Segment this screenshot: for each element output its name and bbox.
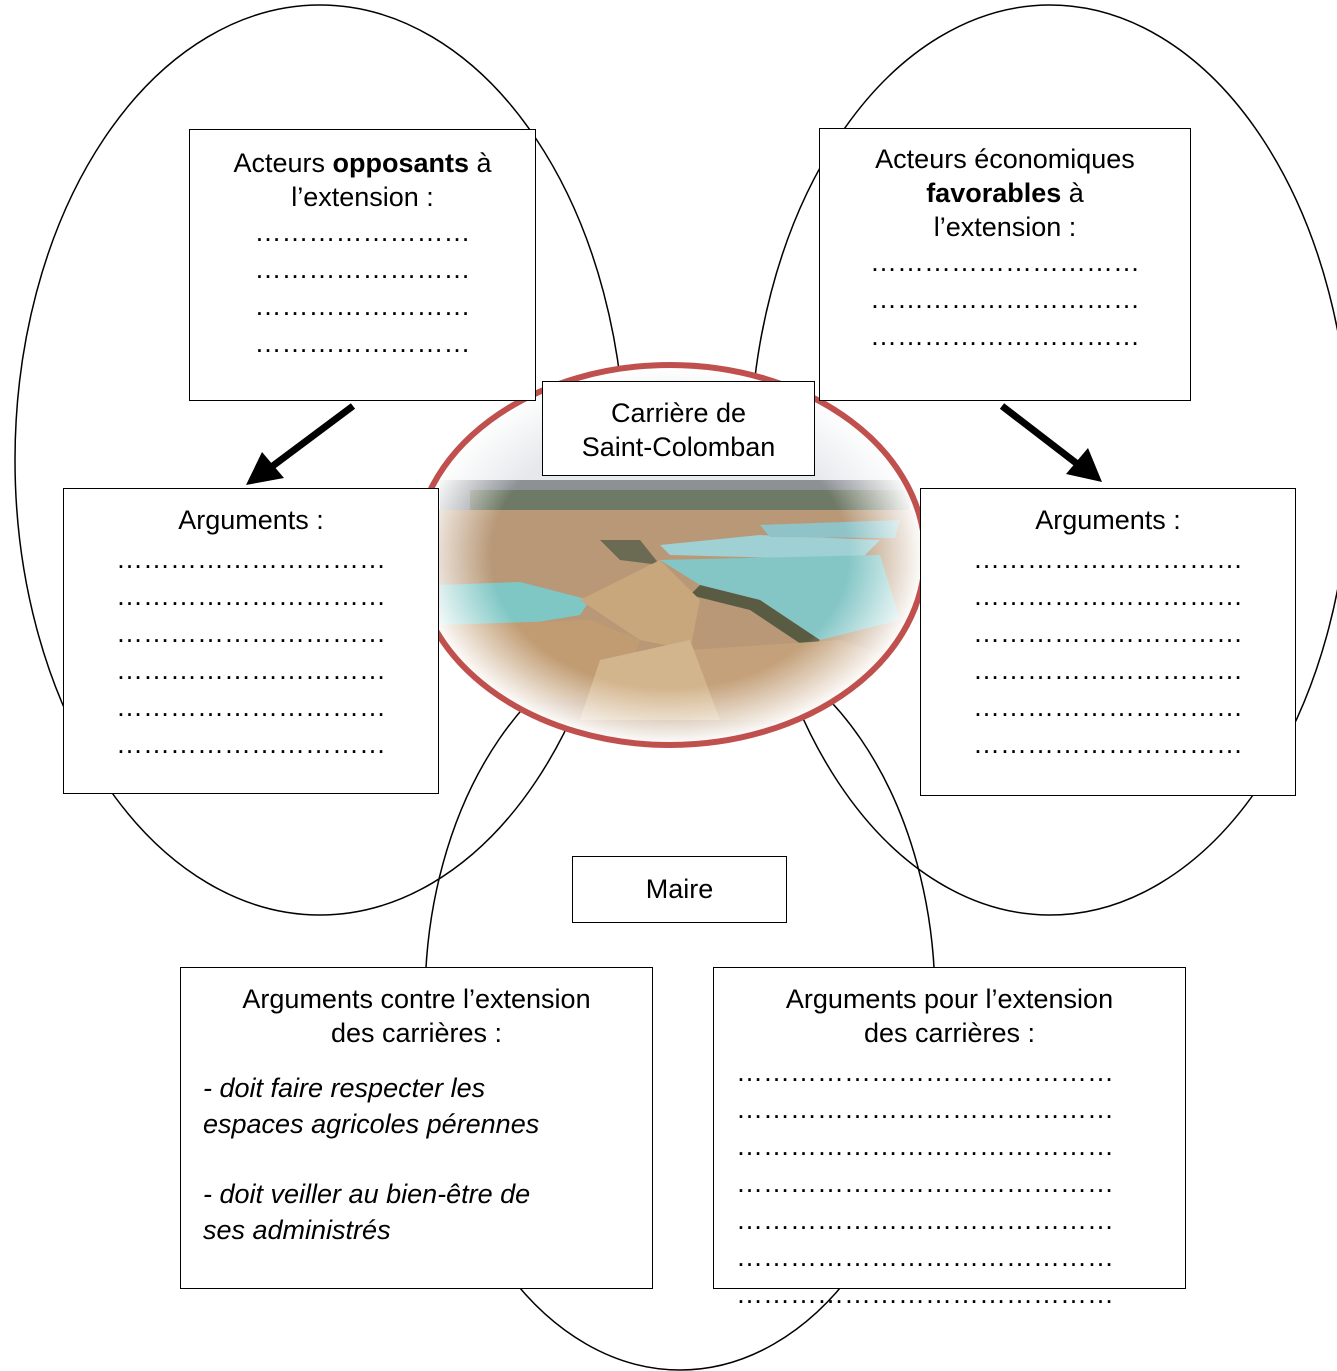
favorables-title-line1: Acteurs économiques [875, 144, 1135, 174]
answer-line[interactable]: ………………………… [116, 544, 386, 574]
answer-line[interactable]: ………………………… [116, 581, 386, 611]
answer-line[interactable]: ………………………… [116, 692, 386, 722]
answer-line[interactable]: …………………………………… [736, 1131, 1114, 1161]
answer-line[interactable]: …………………………………… [736, 1242, 1114, 1272]
answer-line[interactable]: ………………………… [116, 618, 386, 648]
left-arguments-box: Arguments : ………………………… ………………………… ………………… [63, 488, 439, 794]
answer-line[interactable]: …………………………………… [736, 1279, 1114, 1309]
mayor-label: Maire [645, 874, 714, 904]
answer-line[interactable]: ………………………… [973, 544, 1243, 574]
left-arrow [246, 403, 356, 485]
answer-line[interactable]: …………………………………… [736, 1057, 1114, 1087]
left-arguments-title: Arguments : [178, 505, 324, 535]
answer-line[interactable]: …………………… [254, 328, 471, 358]
answer-line[interactable]: ………………………… [973, 692, 1243, 722]
answer-line[interactable]: …………………… [254, 291, 471, 321]
mayor-box: Maire [572, 856, 787, 923]
favorables-title-line2: favorables à [926, 178, 1084, 208]
quarry-label: Carrière de Saint-Colomban [542, 381, 815, 476]
answer-line[interactable]: …………………………………… [736, 1094, 1114, 1124]
answer-line[interactable]: ………………………… [973, 655, 1243, 685]
answer-line[interactable]: ………………………… [973, 729, 1243, 759]
right-arrow [999, 403, 1102, 482]
opponents-box: Acteurs opposants à l’extension : ………………… [189, 129, 536, 401]
against-title-line2: des carrières : [330, 1018, 503, 1048]
answer-line[interactable]: ………………………… [870, 247, 1140, 277]
answer-line[interactable]: …………………… [254, 254, 471, 284]
right-arguments-box: Arguments : ………………………… ………………………… ………………… [920, 488, 1296, 796]
answer-line[interactable]: ………………………… [870, 321, 1140, 351]
against-item-1-line1: - doit faire respecter les [203, 1073, 486, 1103]
answer-line[interactable]: …………………………………… [736, 1205, 1114, 1235]
answer-line[interactable]: ………………………… [116, 655, 386, 685]
against-item-2-line1: - doit veiller au bien-être de [203, 1179, 531, 1209]
for-title-line2: des carrières : [863, 1018, 1036, 1048]
answer-line[interactable]: ………………………… [973, 581, 1243, 611]
quarry-label-line2: Saint-Colomban [581, 432, 776, 462]
against-item-2-line2: ses administrés [203, 1215, 391, 1245]
quarry-label-line1: Carrière de [610, 398, 747, 428]
for-box: Arguments pour l’extension des carrières… [713, 967, 1186, 1309]
answer-line[interactable]: ………………………… [116, 729, 386, 759]
for-lines: …………………………………… …………………………………… …………………………… [714, 1054, 1185, 1313]
favorables-box: Acteurs économiques favorables à l’exten… [819, 128, 1191, 401]
opponents-title: Acteurs opposants à [233, 148, 492, 178]
against-title-line1: Arguments contre l’extension [242, 984, 591, 1014]
for-title-line1: Arguments pour l’extension [785, 984, 1114, 1014]
opponents-title-line2: l’extension : [291, 182, 434, 212]
answer-line[interactable]: ………………………… [973, 618, 1243, 648]
against-item-1-line2: espaces agricoles pérennes [203, 1109, 540, 1139]
answer-line[interactable]: …………………………………… [736, 1168, 1114, 1198]
against-box: Arguments contre l’extension des carrièr… [180, 967, 653, 1289]
favorables-title-line3: l’extension : [933, 212, 1077, 242]
answer-line[interactable]: …………………… [254, 217, 471, 247]
against-items: - doit faire respecter les espaces agric… [181, 1070, 652, 1248]
right-arguments-title: Arguments : [1035, 505, 1181, 535]
answer-line[interactable]: ………………………… [870, 284, 1140, 314]
